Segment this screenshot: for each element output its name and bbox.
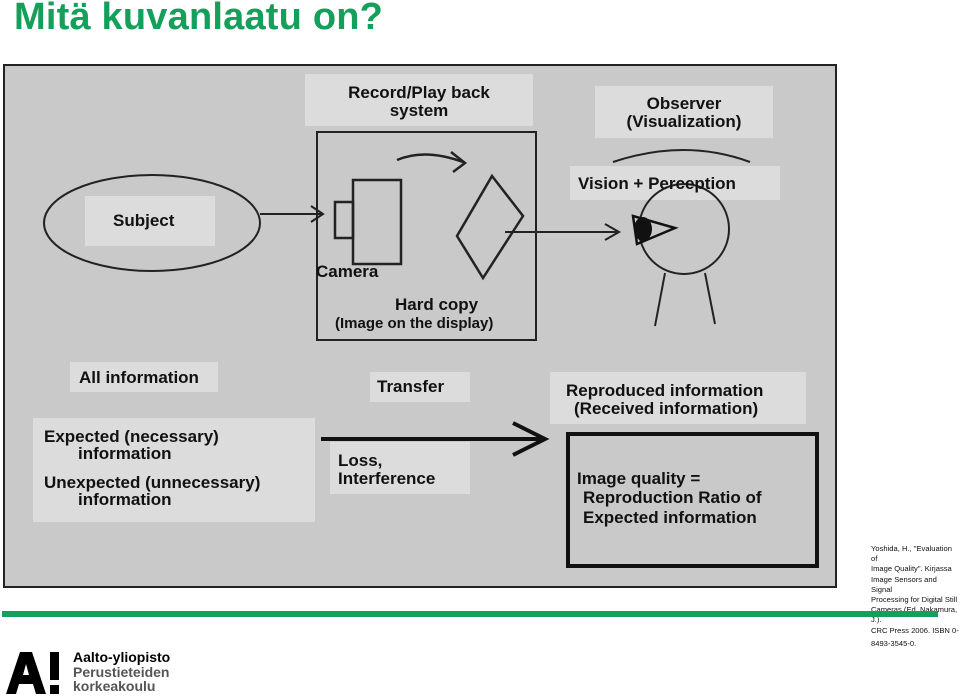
unexpected-label: Unexpected (unnecessary)	[44, 473, 260, 492]
transfer-arrow	[321, 421, 550, 457]
citation-line: Yoshida, H., "Evaluation of	[871, 544, 952, 564]
eye-icon	[631, 214, 679, 246]
image-quality-box	[566, 432, 819, 568]
university-name: Aalto-yliopisto Perustieteiden korkeakou…	[73, 650, 170, 694]
image-quality-label: Image quality =	[577, 469, 700, 488]
citation-line: CRC Press 2006. ISBN 0-	[871, 625, 959, 635]
logo-line-3: korkeakoulu	[73, 678, 156, 694]
expected-information-label: information	[78, 444, 172, 463]
subject-ellipse	[43, 174, 261, 272]
all-information-label: All information	[79, 368, 199, 387]
citation-line: Image Sensors and Signal	[871, 574, 937, 594]
slide-title: Mitä kuvanlaatu on?	[14, 0, 384, 38]
image-on-display-label: (Image on the display)	[335, 315, 493, 332]
logo-line-1: Aalto-yliopisto	[73, 649, 171, 665]
aalto-a-logo-icon	[6, 652, 59, 694]
subject-label: Subject	[113, 211, 175, 230]
image-quality-diagram: Record/Play back system Observer (Visual…	[3, 64, 837, 588]
vision-perception-label: Vision + Perception	[578, 174, 736, 193]
camera-icon	[333, 178, 403, 266]
arrow-camera-to-display	[396, 151, 468, 173]
display-diamond-icon	[455, 173, 525, 281]
system-label: system	[390, 101, 449, 120]
citation-line: Image Quality". Kirjassa	[871, 564, 952, 574]
hard-copy-label: Hard copy	[395, 295, 479, 314]
system-box	[316, 131, 537, 341]
transfer-label: Transfer	[377, 377, 444, 396]
record-playback-label: Record/Play back	[348, 83, 490, 102]
logo-line-2: Perustieteiden	[73, 663, 170, 680]
citation-line: 8493-3545-0.	[871, 638, 917, 648]
expected-information-quality-label: Expected information	[583, 508, 757, 527]
camera-label: Camera	[316, 262, 379, 281]
citation: Yoshida, H., "Evaluation of Image Qualit…	[871, 544, 959, 649]
reproduction-ratio-label: Reproduction Ratio of	[583, 488, 762, 507]
citation-line: Cameras (Ed. Nakamura, J.).	[871, 605, 958, 625]
citation-line: Processing for Digital Still	[871, 595, 958, 605]
unexpected-information-label: information	[78, 490, 172, 509]
received-information-label: (Received information)	[574, 399, 758, 418]
arrow-subject-to-camera	[260, 205, 325, 223]
expected-label: Expected (necessary)	[44, 427, 219, 446]
interference-label: Interference	[338, 469, 435, 488]
reproduced-information-label: Reproduced information	[566, 381, 763, 400]
observer-label: Observer	[647, 94, 722, 113]
green-divider	[2, 611, 938, 617]
visualization-label: (Visualization)	[627, 112, 742, 131]
arrow-display-to-eye	[505, 223, 622, 241]
loss-label: Loss,	[338, 451, 382, 470]
